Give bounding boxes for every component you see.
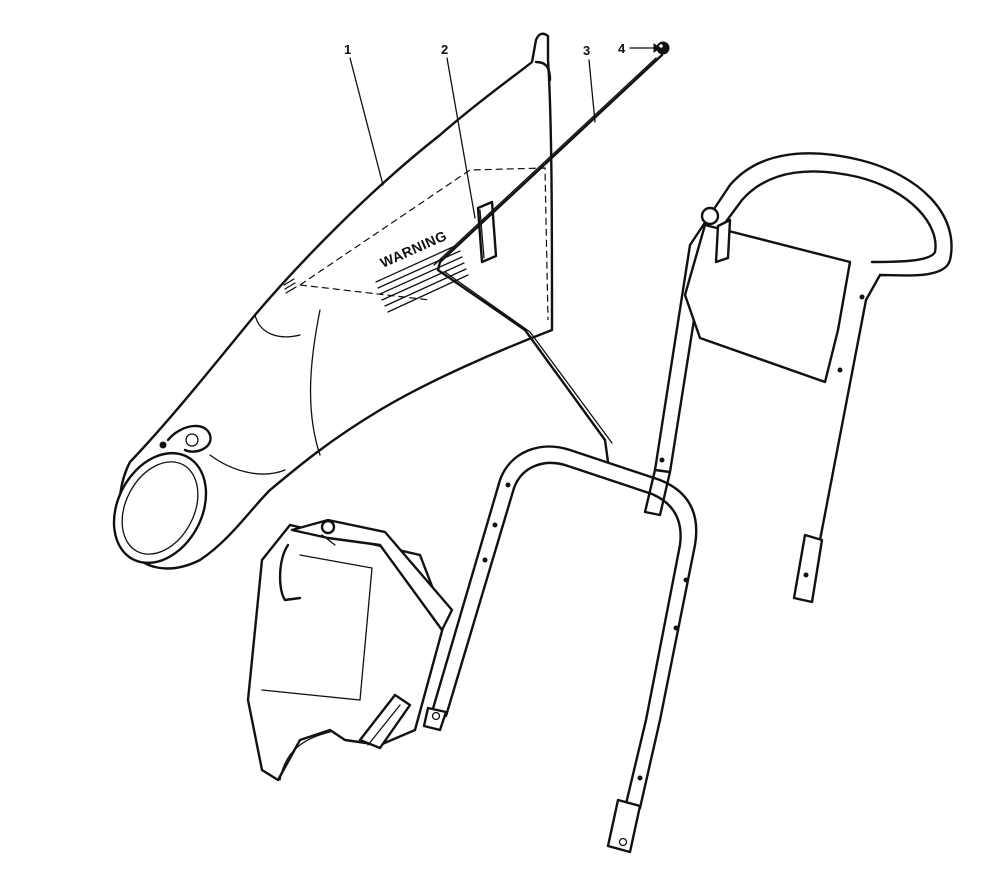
callout-1: 1	[344, 42, 384, 186]
discharge-chute	[246, 518, 454, 782]
bag-clip	[159, 424, 212, 453]
callout-4-label: 4	[618, 41, 626, 56]
callout-3-label: 3	[583, 43, 590, 58]
handle-control-box	[683, 223, 852, 384]
callout-3: 3	[583, 43, 596, 123]
callout-2-label: 2	[441, 42, 448, 57]
upper-handle	[643, 152, 953, 604]
callout-2: 2	[441, 42, 476, 219]
lower-handle	[422, 445, 698, 854]
rod-sleeve	[476, 200, 498, 264]
bag-logo-mark	[283, 278, 297, 294]
bag-support-rod	[433, 53, 664, 464]
handle-knob	[700, 206, 720, 226]
callout-4: 4	[618, 41, 661, 56]
grass-bag: WARNING	[112, 32, 554, 570]
callout-1-label: 1	[344, 42, 351, 57]
